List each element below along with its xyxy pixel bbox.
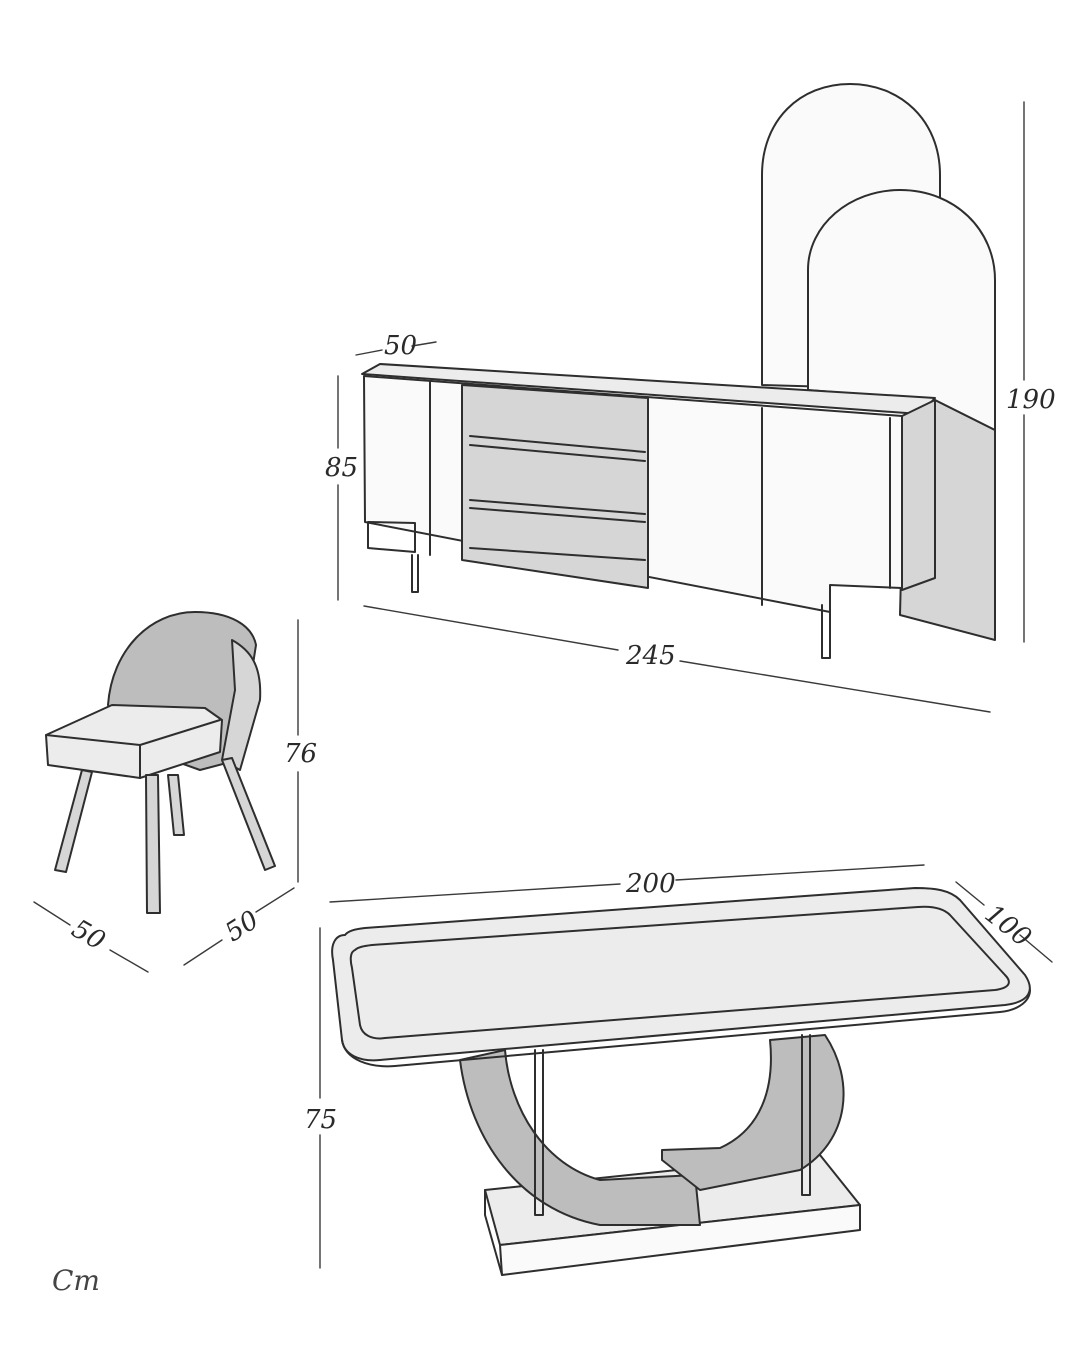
sideboard-depth-label: 50 bbox=[384, 331, 417, 361]
sideboard-leg-right bbox=[821, 604, 831, 659]
chair-leg-front-mid bbox=[145, 774, 161, 914]
mirror-front bbox=[807, 189, 996, 431]
sideboard-dimensions: 50 85 245 190 bbox=[325, 101, 1056, 713]
chair-leg-front-right bbox=[221, 757, 276, 871]
chair-leg-front-left bbox=[54, 769, 93, 873]
table-height-label: 75 bbox=[304, 1105, 337, 1135]
chair-width-label: 50 bbox=[66, 914, 110, 957]
sideboard-side bbox=[901, 399, 936, 591]
table-top bbox=[331, 887, 1031, 1062]
table-post-left bbox=[534, 1049, 544, 1216]
sideboard bbox=[361, 363, 936, 659]
table-arch-left bbox=[459, 1049, 701, 1226]
table-length-label: 200 bbox=[625, 869, 676, 899]
chair-height-label: 76 bbox=[284, 739, 317, 769]
chair-leg-back bbox=[167, 774, 185, 836]
chair bbox=[45, 611, 276, 914]
sideboard-width-label: 245 bbox=[625, 641, 676, 671]
table-post-right bbox=[801, 1034, 811, 1196]
signature: Cm bbox=[52, 1264, 100, 1297]
sideboard-top bbox=[361, 363, 936, 415]
sideboard-leg-left bbox=[411, 554, 419, 593]
chair-seat bbox=[45, 704, 223, 779]
mirror-height-label: 190 bbox=[1006, 385, 1056, 415]
sideboard-height-label: 85 bbox=[325, 453, 358, 483]
sideboard-open-compartment bbox=[461, 384, 649, 589]
dining-table bbox=[331, 887, 1031, 1276]
table-arch-right bbox=[661, 1034, 845, 1191]
